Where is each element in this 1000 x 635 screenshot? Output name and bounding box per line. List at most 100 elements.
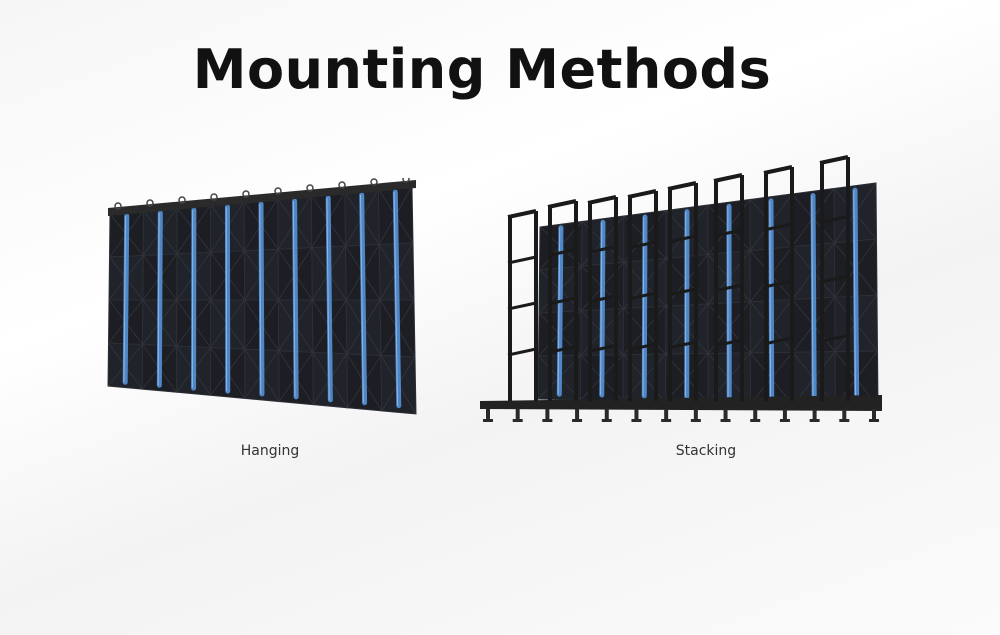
hanging-wall-illustration xyxy=(104,178,420,418)
hanging-blue-strip xyxy=(122,213,130,385)
stacking-frame-rung xyxy=(547,248,577,257)
stacking-foot xyxy=(604,409,609,421)
stacking-frame-crossbar xyxy=(667,181,697,191)
hanging-strip-highlight xyxy=(292,201,296,397)
stacking-foot xyxy=(812,409,817,421)
stacking-frame-crossbar xyxy=(763,165,793,175)
stacking-frame-rung xyxy=(819,215,849,224)
stacking-blue-strip xyxy=(768,198,775,401)
stacking-frame-rung xyxy=(763,222,793,232)
stacking-frame-rung xyxy=(587,294,617,304)
stacking-frame-rung xyxy=(713,228,743,238)
stacking-foot-pad xyxy=(631,419,642,422)
stacking-frame-rung xyxy=(587,344,617,353)
hanging-caption: Hanging xyxy=(240,443,300,459)
hanging-hook xyxy=(114,202,122,210)
stacking-blue-strip xyxy=(556,225,564,397)
hanging-hook xyxy=(370,178,378,186)
stacking-foot-pad xyxy=(720,419,731,422)
hanging-hook xyxy=(210,193,218,201)
stacking-frame-crossbar xyxy=(507,209,537,219)
stacking-foot xyxy=(723,409,728,421)
stacking-strip-highlight xyxy=(642,217,645,396)
hanging-blue-strip xyxy=(258,201,265,397)
stacking-frame-post xyxy=(694,183,698,401)
hanging-hook xyxy=(402,178,410,183)
stacking-frame-post xyxy=(740,175,744,401)
stacking-blue-strip xyxy=(641,214,648,399)
hanging-blue-strip xyxy=(325,195,333,403)
stacking-frame-rung xyxy=(547,345,577,354)
hanging-top-bar xyxy=(108,180,416,216)
stacking-foot-pad xyxy=(779,419,790,422)
hanging-hook xyxy=(146,199,154,207)
stacking-frame-crossbar xyxy=(713,173,743,183)
stacking-foot-pad xyxy=(572,419,583,422)
stacking-foot xyxy=(753,409,758,421)
stacking-frame-rung xyxy=(819,334,849,343)
stacking-frame-post xyxy=(790,167,794,401)
stacking-foot-pad xyxy=(661,419,672,422)
stacking-frame-post xyxy=(534,211,538,401)
stacking-frame-rung xyxy=(627,240,657,250)
stacking-frame-crossbar xyxy=(819,155,849,165)
stacking-foot-pad xyxy=(690,419,701,422)
stacking-frame-rung xyxy=(713,283,743,293)
stacking-frame-rung xyxy=(587,245,617,254)
hanging-hook xyxy=(306,184,314,192)
stacking-frame-rung xyxy=(713,338,743,348)
stacking-frame-post xyxy=(846,157,850,401)
stacking-wall-graphic xyxy=(480,155,882,422)
hanging-strip-highlight xyxy=(326,198,330,400)
hanging-blue-strip xyxy=(292,198,299,400)
stacking-frame-rung xyxy=(507,255,537,265)
hanging-strip-highlight xyxy=(360,195,364,403)
hanging-blue-strip xyxy=(156,210,163,388)
stacking-foot-pad xyxy=(750,419,761,422)
stacking-frame-rung xyxy=(763,336,793,346)
stacking-foot-pad xyxy=(483,419,493,422)
hanging-hook xyxy=(178,196,186,204)
hanging-blue-strip xyxy=(359,192,368,406)
stacking-foot-pad xyxy=(839,419,850,422)
stacking-frame-rung xyxy=(627,291,657,301)
stacking-foot-pad xyxy=(512,419,523,422)
stacking-blue-strip xyxy=(599,219,606,398)
stacking-frame-rung xyxy=(763,279,793,289)
stacking-foot xyxy=(634,409,639,421)
hanging-strip-highlight xyxy=(259,203,262,395)
stacking-blue-strip xyxy=(852,187,860,403)
stacking-frame-crossbar xyxy=(587,195,617,205)
stacking-frame-rung xyxy=(627,342,657,352)
stacking-foot xyxy=(515,409,520,421)
stacking-foot-pad xyxy=(869,419,879,422)
stacking-frame-rung xyxy=(819,274,849,284)
stacking-foot xyxy=(545,409,550,421)
page-title: Mounting Methods xyxy=(192,38,772,101)
stacking-frame-rung xyxy=(507,347,537,357)
stacking-strip-highlight xyxy=(769,200,772,399)
hanging-hook xyxy=(242,190,250,198)
hanging-strip-highlight xyxy=(157,212,160,386)
stacking-strip-highlight xyxy=(811,195,814,400)
stacking-frame-rung xyxy=(667,287,697,297)
stacking-frame-post xyxy=(614,197,618,401)
stacking-foot xyxy=(693,409,698,421)
stacking-frame-rung xyxy=(667,234,697,244)
stacking-frame-crossbar xyxy=(627,189,657,199)
stacking-foot-pad xyxy=(601,419,612,422)
stacking-wall-illustration xyxy=(478,155,890,437)
stacking-foot-pad xyxy=(542,419,553,422)
stacking-strip-highlight xyxy=(853,190,856,400)
hanging-hook xyxy=(274,187,282,195)
hanging-strip-highlight xyxy=(123,215,127,383)
hanging-hook xyxy=(338,181,346,189)
stacking-strip-highlight xyxy=(600,222,603,396)
stacking-frame-rung xyxy=(507,301,537,311)
stacking-foot xyxy=(872,409,876,421)
stacking-foot xyxy=(575,409,580,421)
stacking-base-rail xyxy=(480,395,882,411)
stacking-foot xyxy=(782,409,787,421)
stacking-foot xyxy=(486,409,490,421)
stacking-frame-post xyxy=(654,191,658,401)
